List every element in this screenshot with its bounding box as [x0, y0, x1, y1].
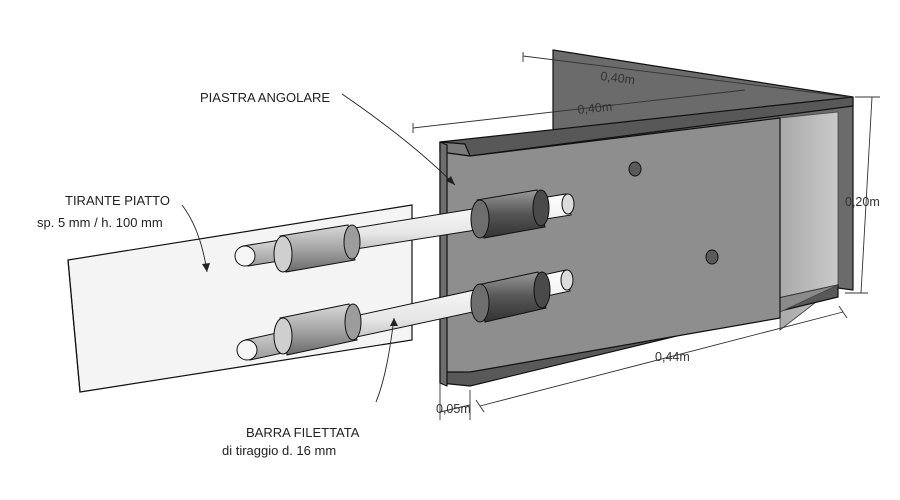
web-edge: [439, 141, 448, 387]
label-tirante-line1: TIRANTE PIATTO: [65, 193, 170, 208]
nut-end: [470, 283, 490, 323]
rod-end-cap: [561, 193, 575, 215]
nut-end: [532, 189, 550, 227]
label-barra-line2: di tiraggio d. 16 mm: [222, 443, 336, 458]
rod-end-cap: [560, 269, 574, 291]
sleeve-end: [273, 235, 293, 273]
dim-top-outer: 0,40m: [600, 69, 636, 87]
dim-top-inner: 0,40m: [577, 99, 613, 117]
label-barra-line1: BARRA FILETTATA: [246, 425, 360, 440]
label-piastra-angolare: PIASTRA ANGOLARE: [200, 90, 330, 105]
label-tirante-line2: sp. 5 mm / h. 100 mm: [37, 215, 163, 230]
bolt-hole: [628, 161, 642, 177]
dim-flange: 0,05m: [436, 402, 471, 416]
nut-end: [470, 199, 490, 239]
front-web-plate: [439, 117, 781, 373]
rod-end-cap: [236, 339, 258, 361]
dimension-lines: [412, 52, 880, 420]
dim-height: 0,20m: [845, 195, 880, 209]
sleeve-end: [273, 317, 293, 355]
dim-length: 0,44m: [655, 350, 690, 364]
nut-end: [533, 271, 551, 309]
corner-plate: [439, 49, 854, 387]
threaded-rod-lower: [236, 269, 574, 361]
rod-end-cap: [234, 245, 256, 267]
threaded-rod-upper: [234, 189, 575, 273]
bolt-hole: [705, 249, 719, 265]
flat-tie-edge: [67, 259, 81, 393]
sleeve-end: [344, 303, 362, 341]
sleeve-end: [343, 224, 361, 260]
leader-lines: [181, 93, 456, 403]
